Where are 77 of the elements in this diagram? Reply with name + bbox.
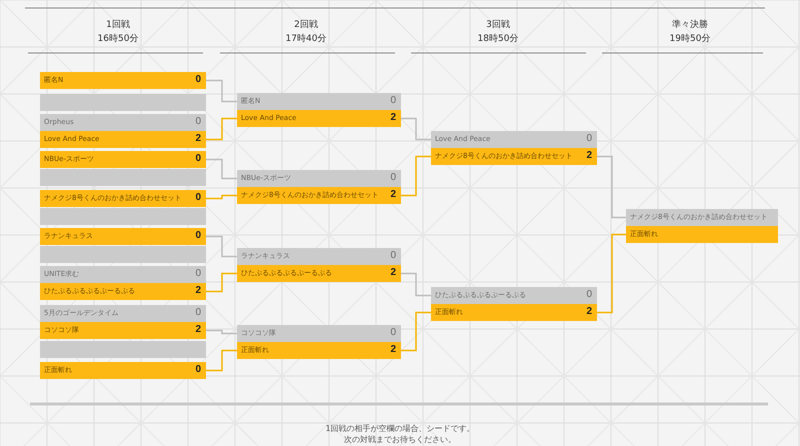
team-slot xyxy=(237,187,401,204)
empty-slot xyxy=(40,246,206,263)
team-slot xyxy=(40,305,206,322)
score: 0 xyxy=(390,94,396,108)
bracket-line xyxy=(206,350,237,372)
score: 2 xyxy=(195,132,201,146)
team-slot xyxy=(40,151,206,168)
bracket-line xyxy=(401,312,431,352)
score: 0 xyxy=(195,229,201,243)
team-slot xyxy=(431,287,597,304)
round-heading: 準々決勝 xyxy=(671,19,709,31)
team-slot xyxy=(40,362,206,379)
score: 0 xyxy=(390,249,396,263)
score: 2 xyxy=(390,266,396,280)
bracket-line xyxy=(401,272,431,296)
note-text: 次の対戦までお待ちください。 xyxy=(343,434,457,445)
score: 0 xyxy=(390,171,396,185)
team-slot xyxy=(237,93,401,110)
score: 0 xyxy=(195,267,201,281)
team-slot xyxy=(40,322,206,339)
match-time: 17時40分 xyxy=(284,33,328,45)
team-slot xyxy=(431,304,597,321)
match-time: 18時50分 xyxy=(476,33,520,45)
team-slot xyxy=(237,325,401,342)
empty-slot xyxy=(40,94,206,111)
team-slot xyxy=(237,170,401,187)
bracket-line xyxy=(401,118,431,140)
bracket-line xyxy=(206,236,237,258)
score: 0 xyxy=(195,306,201,320)
team-slot xyxy=(237,265,401,282)
score: 0 xyxy=(586,132,592,146)
bracket-line xyxy=(206,194,237,200)
round-heading: 3回戦 xyxy=(485,19,511,31)
empty-slot xyxy=(40,341,206,358)
round-heading: 1回戦 xyxy=(105,19,131,31)
score: 2 xyxy=(586,305,592,319)
score: 2 xyxy=(390,343,396,357)
team-slot xyxy=(237,342,401,359)
team-slot xyxy=(40,266,206,283)
bracket-line xyxy=(597,234,626,314)
bracket-line xyxy=(206,158,237,180)
score: 2 xyxy=(195,284,201,298)
bracket-line xyxy=(206,330,237,334)
score: 0 xyxy=(195,152,201,166)
score: 0 xyxy=(195,363,201,377)
empty-slot xyxy=(40,169,206,186)
bracket-line xyxy=(401,156,431,196)
team-slot xyxy=(431,148,597,165)
team-slot xyxy=(40,131,206,148)
bracket-line xyxy=(206,272,237,292)
team-slot xyxy=(40,283,206,300)
team-slot xyxy=(626,209,778,226)
score: 0 xyxy=(390,326,396,340)
score: 0 xyxy=(586,288,592,302)
empty-slot xyxy=(40,208,206,225)
score: 0 xyxy=(195,73,201,87)
team-slot xyxy=(40,72,206,89)
score: 0 xyxy=(195,115,201,129)
team-slot xyxy=(431,131,597,148)
bracket-line xyxy=(206,80,237,102)
score: 2 xyxy=(586,149,592,163)
note-text: 1回戦の相手が空欄の場合、シードです。 xyxy=(324,423,476,434)
round-heading: 2回戦 xyxy=(293,19,319,31)
match-time: 19時50分 xyxy=(668,33,712,45)
team-slot xyxy=(237,248,401,265)
score: 2 xyxy=(195,323,201,337)
score: 0 xyxy=(195,191,201,205)
team-slot xyxy=(237,110,401,127)
bracket-line xyxy=(597,156,626,218)
score: 2 xyxy=(390,188,396,202)
team-slot xyxy=(40,114,206,131)
bracket-line xyxy=(206,118,237,140)
team-slot xyxy=(40,190,206,207)
team-slot xyxy=(626,226,778,243)
match-time: 16時50分 xyxy=(96,33,140,45)
team-slot xyxy=(40,228,206,245)
score: 2 xyxy=(390,111,396,125)
